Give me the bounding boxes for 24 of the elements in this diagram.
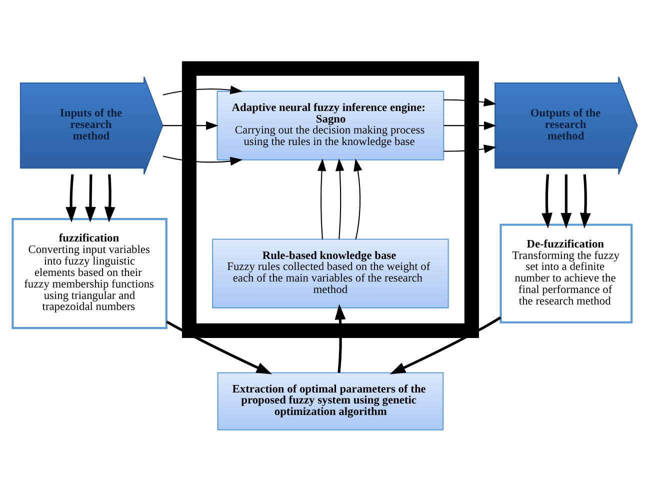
arrow: [66, 174, 77, 222]
cluster: [182, 61, 479, 338]
arrow: [560, 174, 572, 229]
arrow: [542, 174, 552, 229]
arrow: [354, 158, 362, 240]
arrow: [162, 156, 243, 166]
arrow: [580, 174, 591, 229]
arrow: [390, 316, 502, 374]
node-box: Extraction of optimal parameters of the proposed fuzzy system using genetic optimization algorithm: [217, 372, 444, 430]
arrow: [162, 121, 219, 130]
arrow: [444, 98, 496, 107]
node-box: fuzzification Converting input variables into fuzzy linguistic elements based on their fuzzy membership functions using triangular and trapezoidal numbers: [12, 218, 168, 330]
node-box: Rule-based knowledge base Fuzzy rules collected based on the weight of each of the main variables of the research method: [212, 238, 449, 308]
arrow: [162, 86, 243, 96]
arrow: [334, 304, 346, 373]
node-box: De-fuzzification Transforming the fuzzy set into a definite number to achieve the final performance of the research method: [500, 224, 633, 324]
arrow: [444, 121, 496, 130]
arrow: [336, 158, 344, 240]
arrow: [444, 144, 496, 154]
arrow: [166, 320, 272, 374]
node-box: Adaptive neural fuzzy inference engine: Sagno Carrying out the decision making process using the rules in the knowledge base: [216, 90, 444, 160]
arrow: [104, 174, 116, 222]
arrow: [317, 158, 326, 240]
arrow: [85, 174, 96, 222]
